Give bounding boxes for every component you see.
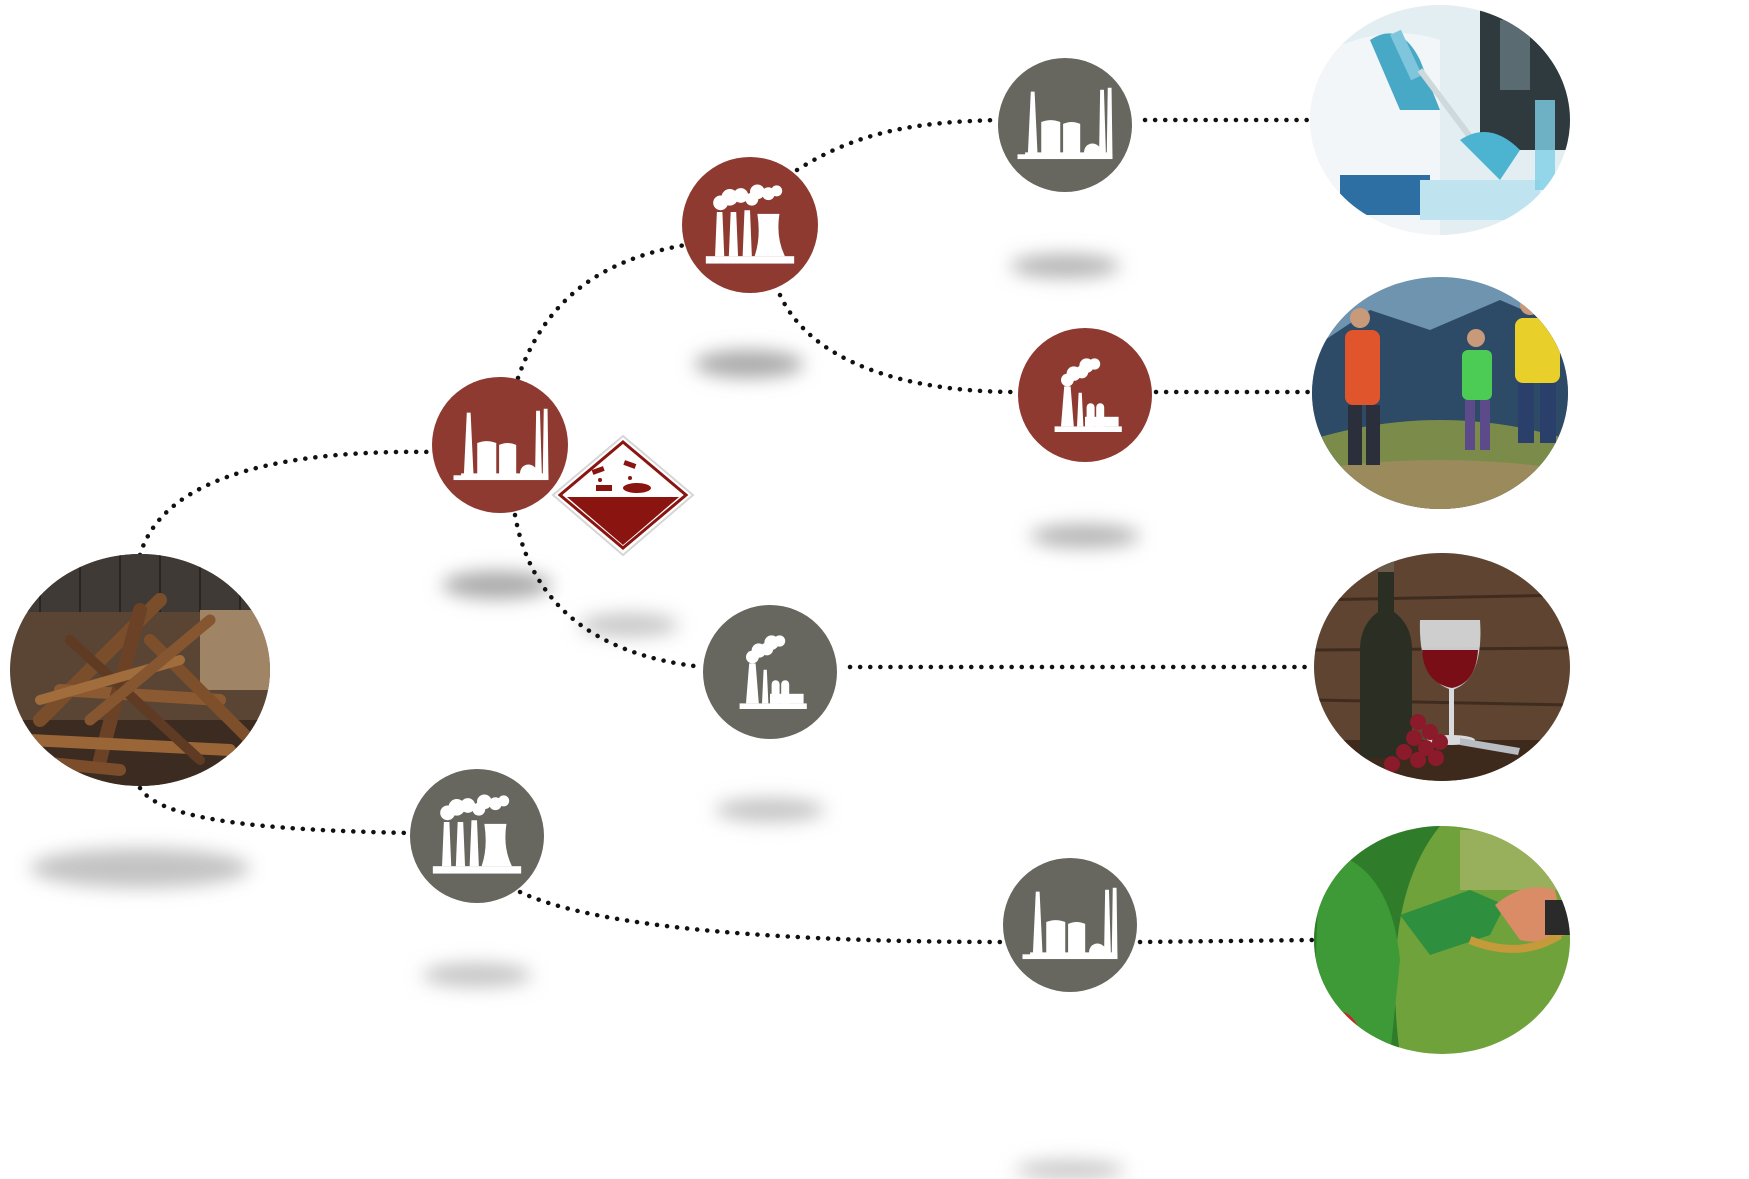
hiker-left [1345,308,1380,465]
link-n7-p4 [1137,937,1317,945]
hiker-right [1515,295,1560,443]
process-node-n6[interactable] [410,769,544,903]
process-node-n4[interactable] [1018,328,1152,462]
link-n2-n3 [794,117,1001,173]
product-fuel-image[interactable] [1312,826,1572,1056]
hiker-middle [1462,329,1492,450]
shadow-layer [30,254,1140,1179]
wood-planks [14,593,256,776]
process-node-n1[interactable] [432,377,568,513]
corrosive-hazard-diamond-icon [551,434,695,557]
link-n1-n5 [512,512,706,670]
link-n6-n7 [517,889,1008,945]
product-wine-image[interactable] [1312,552,1572,782]
product-hikers-image[interactable] [1310,277,1570,512]
process-node-n5[interactable] [703,605,837,739]
source-wood-pile-image[interactable] [8,552,272,790]
link-n1-n2 [515,242,688,381]
product-lab-image[interactable] [1310,5,1570,235]
link-n2-n4 [777,292,1020,395]
link-source-n1 [137,449,435,558]
link-source-n6 [137,785,413,836]
process-node-n2[interactable] [682,157,818,293]
process-node-n7[interactable] [1003,858,1137,992]
process-node-n3[interactable] [998,58,1132,192]
connectors [137,117,1317,945]
